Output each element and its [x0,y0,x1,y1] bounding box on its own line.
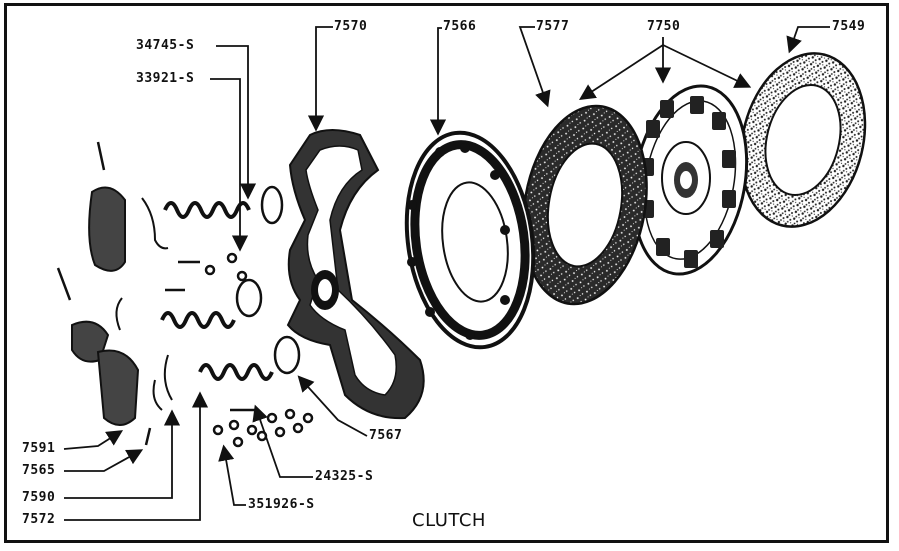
facing-ring-right [739,52,867,228]
small-fasteners [56,141,314,448]
release-levers [71,186,140,426]
leader-lines [63,26,830,521]
clutch-cover [286,129,425,420]
label-7572: 7572 [22,512,56,527]
spring-cups [235,185,301,375]
label-24325-s: 24325-S [315,469,374,484]
label-34745-s: 34745-S [136,38,195,53]
label-7590: 7590 [22,490,56,505]
facing-ring-left [522,104,648,306]
label-33921-s: 33921-S [136,71,195,86]
diagram-border [4,3,889,543]
pressure-plate [404,130,536,350]
label-7567: 7567 [369,428,403,443]
label-351926-s: 351926-S [248,497,315,512]
label-7549: 7549 [832,19,866,34]
diagram-caption: CLUTCH [412,510,486,531]
label-7570: 7570 [334,19,368,34]
label-7591: 7591 [22,441,56,456]
label-7577: 7577 [536,19,570,34]
wire-clips [115,197,173,411]
label-7566: 7566 [443,19,477,34]
clutch-springs [160,201,274,381]
driven-disc [631,84,749,276]
label-7750: 7750 [647,19,681,34]
label-7565: 7565 [22,463,56,478]
